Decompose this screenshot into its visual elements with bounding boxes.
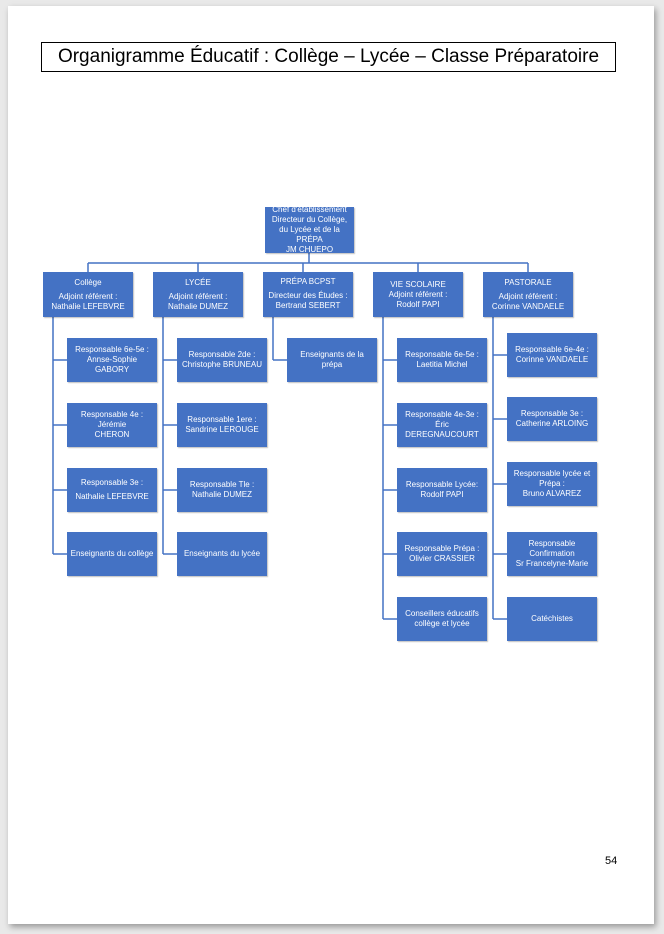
- lycee-item-1-person: Christophe BRUNEAU: [181, 360, 263, 369]
- college-item-2-person: CHERON: [94, 430, 130, 439]
- pastorale-item-4-line1: Responsable: [528, 539, 576, 548]
- college-item-3-person: Nathalie LEFEBVRE: [75, 492, 149, 501]
- vie-scolaire-item-4-person: Olivier CRASSIER: [409, 554, 475, 563]
- college-item-3: Responsable 3e : Nathalie LEFEBVRE: [67, 468, 157, 512]
- pastorale-item-3: Responsable lycée et Prépa : Bruno ALVAR…: [507, 462, 597, 506]
- vie-scolaire-item-1-person: Laetitia Michel: [416, 360, 468, 369]
- lycee-item-4-label: Enseignants du lycée: [183, 549, 261, 558]
- college-item-3-role: Responsable 3e :: [80, 478, 144, 487]
- pastorale-item-1: Responsable 6e-4e : Corinne VANDAELE: [507, 333, 597, 377]
- head-vie-scolaire-title: VIE SCOLAIRE: [390, 279, 446, 289]
- head-pastorale: PASTORALE Adjoint référent : Corinne VAN…: [483, 272, 573, 317]
- head-vie-scolaire-person: Rodolf PAPI: [396, 299, 440, 309]
- lycee-item-3: Responsable Tle : Nathalie DUMEZ: [177, 468, 267, 512]
- vie-scolaire-item-3-role: Responsable Lycée:: [405, 480, 479, 489]
- head-vie-scolaire-role: Adjoint référent :: [388, 289, 448, 299]
- pastorale-item-4: Responsable Confirmation Sr Francelyne-M…: [507, 532, 597, 576]
- head-lycee-person: Nathalie DUMEZ: [167, 301, 228, 311]
- college-item-4-label: Enseignants du collège: [70, 549, 154, 558]
- college-item-2-role: Responsable 4e : Jérémie: [80, 410, 144, 429]
- page-title: Organigramme Éducatif : Collège – Lycée …: [41, 42, 616, 72]
- college-item-1-role: Responsable 6e-5e :: [75, 345, 149, 354]
- vie-scolaire-item-4: Responsable Prépa : Olivier CRASSIER: [397, 532, 487, 576]
- pastorale-item-3-person: Bruno ALVAREZ: [522, 489, 582, 498]
- prepa-item-1: Enseignants de la prépa: [287, 338, 377, 382]
- head-college: Collège Adjoint référent : Nathalie LEFE…: [43, 272, 133, 317]
- head-prepa-person: Bertrand SEBERT: [275, 301, 341, 310]
- pastorale-item-3-line1: Responsable lycée et: [513, 469, 591, 478]
- vie-scolaire-item-5: Conseillers éducatifs collège et lycée: [397, 597, 487, 641]
- vie-scolaire-item-5-line1: Conseillers éducatifs: [405, 609, 479, 618]
- lycee-item-3-person: Nathalie DUMEZ: [191, 490, 252, 499]
- vie-scolaire-item-4-role: Responsable Prépa :: [404, 544, 480, 553]
- lycee-item-2-person: Sandrine LEROUGE: [185, 425, 259, 434]
- pastorale-item-4-person: Sr Francelyne-Marie: [515, 559, 589, 568]
- head-lycee-title: LYCÉE: [185, 277, 211, 287]
- head-lycee-role: Adjoint référent :: [168, 291, 228, 301]
- root-line-3: JM CHUEPO: [285, 245, 334, 254]
- head-prepa: PRÉPA BCPST Directeur des Études : Bertr…: [263, 272, 353, 317]
- head-college-title: Collège: [74, 277, 102, 287]
- college-item-2: Responsable 4e : Jérémie CHERON: [67, 403, 157, 447]
- pastorale-item-2-person: Catherine ARLOING: [515, 419, 589, 428]
- pastorale-item-4-line2: Confirmation: [529, 549, 575, 558]
- lycee-item-2-role: Responsable 1ere :: [187, 415, 257, 424]
- college-item-1: Responsable 6e-5e : Annse-Sophie GABORY: [67, 338, 157, 382]
- vie-scolaire-item-1-role: Responsable 6e-5e :: [405, 350, 479, 359]
- pastorale-item-5-label: Catéchistes: [531, 614, 573, 623]
- head-prepa-role: Directeur des Études :: [268, 291, 348, 300]
- head-pastorale-person: Corinne VANDAELE: [491, 301, 565, 311]
- pastorale-item-2-role: Responsable 3e :: [520, 409, 584, 418]
- root-box-chef-etablissement: Chef d'établissement Directeur du Collèg…: [265, 205, 354, 254]
- page-number: 54: [605, 855, 618, 867]
- pastorale-item-3-line2: Prépa :: [539, 479, 565, 488]
- document-page: Organigramme Éducatif : Collège – Lycée …: [8, 6, 654, 924]
- root-line-2: Directeur du Collège, du Lycée et de la …: [271, 215, 348, 244]
- vie-scolaire-item-3: Responsable Lycée: Rodolf PAPI: [397, 468, 487, 512]
- head-pastorale-title: PASTORALE: [504, 277, 552, 287]
- pastorale-item-5: Catéchistes: [507, 597, 597, 641]
- vie-scolaire-item-2: Responsable 4e-3e : Éric DEREGNAUCOURT: [397, 403, 487, 447]
- pastorale-item-1-person: Corinne VANDAELE: [515, 355, 589, 364]
- vie-scolaire-item-2-role: Responsable 4e-3e :: [405, 410, 479, 419]
- vie-scolaire-item-3-person: Rodolf PAPI: [420, 490, 464, 499]
- root-line-1: Chef d'établissement: [272, 205, 347, 214]
- prepa-item-1-label: Enseignants de la prépa: [300, 350, 364, 369]
- head-vie-scolaire: VIE SCOLAIRE Adjoint référent : Rodolf P…: [373, 272, 463, 317]
- college-item-4: Enseignants du collège: [67, 532, 157, 576]
- vie-scolaire-item-1: Responsable 6e-5e : Laetitia Michel: [397, 338, 487, 382]
- head-prepa-title: PRÉPA BCPST: [280, 277, 336, 286]
- pastorale-item-1-role: Responsable 6e-4e :: [515, 345, 589, 354]
- vie-scolaire-item-2-person: Éric DEREGNAUCOURT: [405, 420, 479, 439]
- head-lycee: LYCÉE Adjoint référent : Nathalie DUMEZ: [153, 272, 243, 317]
- college-item-1-person: Annse-Sophie GABORY: [86, 355, 138, 374]
- lycee-item-1-role: Responsable 2de :: [188, 350, 256, 359]
- pastorale-item-2: Responsable 3e : Catherine ARLOING: [507, 397, 597, 441]
- head-college-person: Nathalie LEFEBVRE: [51, 301, 125, 311]
- lycee-item-2: Responsable 1ere : Sandrine LEROUGE: [177, 403, 267, 447]
- head-college-role: Adjoint référent :: [58, 291, 118, 301]
- lycee-item-4: Enseignants du lycée: [177, 532, 267, 576]
- lycee-item-3-role: Responsable Tle :: [189, 480, 255, 489]
- org-connector-lines: [52, 253, 529, 620]
- lycee-item-1: Responsable 2de : Christophe BRUNEAU: [177, 338, 267, 382]
- head-pastorale-role: Adjoint référent :: [498, 291, 558, 301]
- vie-scolaire-item-5-line2: collège et lycée: [414, 619, 470, 628]
